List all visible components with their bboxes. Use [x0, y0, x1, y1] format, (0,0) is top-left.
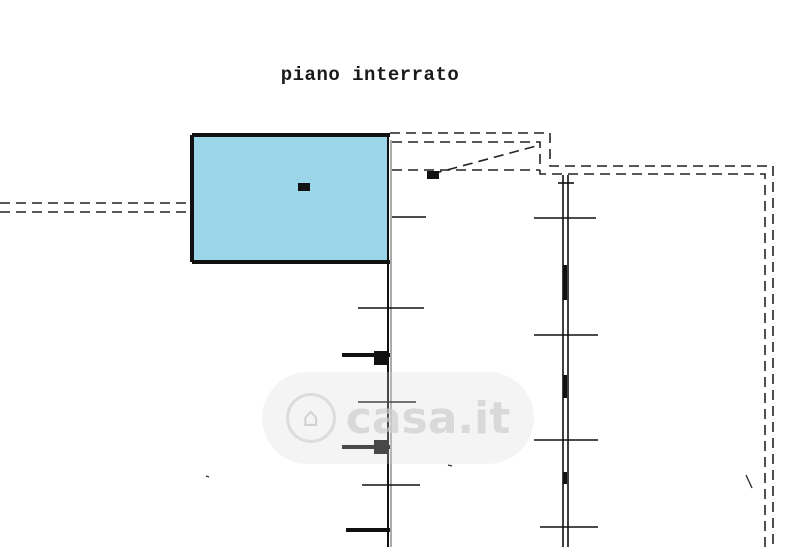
watermark-text: casa.it: [345, 392, 511, 444]
right-wall-ticks: [534, 182, 598, 528]
floor-title: piano interrato: [280, 64, 460, 86]
dashed-outline: [0, 132, 774, 547]
room-walls: [190, 133, 390, 264]
corridor-marker: [427, 171, 439, 179]
watermark: ⌂ casa.it: [262, 372, 534, 464]
door-block: [374, 440, 388, 454]
room-marker: [298, 183, 310, 191]
highlighted-room: [192, 135, 388, 262]
door-block: [374, 351, 388, 365]
house-icon: ⌂: [285, 393, 336, 443]
left-wall-ticks: [358, 216, 426, 486]
scan-specks: [205, 464, 753, 489]
